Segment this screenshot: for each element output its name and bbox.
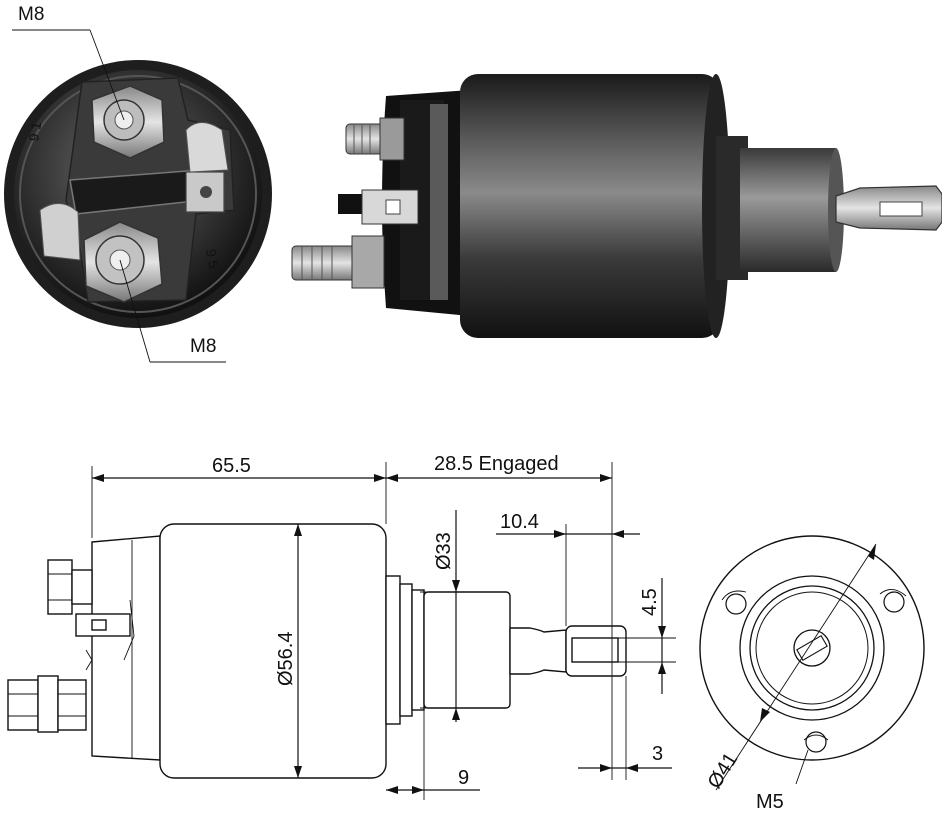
top-m8-label: M8: [18, 4, 44, 25]
side-drawing: [7, 523, 627, 779]
drawing-body: [159, 523, 387, 779]
plunger-nose: [740, 148, 836, 272]
dim-10-4: 10.4: [500, 511, 539, 533]
dimension-lines: [91, 462, 676, 800]
front-drawing: [699, 535, 925, 791]
top-terminal-nut: [91, 85, 165, 159]
upper-stud: [345, 117, 405, 161]
svg-text:9 5: 9 5: [203, 248, 222, 270]
side-photo: [291, 74, 942, 338]
bottom-m8-label: M8: [190, 336, 216, 357]
dim-m5: M5: [756, 791, 784, 813]
dim-28-5-engaged: 28.5 Engaged: [434, 453, 559, 475]
svg-text:9 1: 9 1: [25, 120, 44, 142]
dim-65-5: 65.5: [212, 455, 251, 477]
lower-stud: [291, 235, 385, 289]
drawing-nose: [423, 591, 511, 709]
solenoid-body: [460, 74, 720, 338]
dim-3: 3: [652, 743, 663, 765]
dim-9: 9: [458, 767, 469, 789]
dim-33: Ø33: [433, 532, 455, 570]
photo-callouts: M8 M8: [12, 4, 226, 363]
bottom-terminal-nut: [83, 221, 163, 303]
dim-56-4: Ø56.4: [275, 632, 297, 686]
end-cap-photo: 9 1 9 5: [4, 60, 272, 328]
dim-41: Ø41: [704, 749, 743, 793]
dim-4-5: 4.5: [639, 588, 661, 616]
